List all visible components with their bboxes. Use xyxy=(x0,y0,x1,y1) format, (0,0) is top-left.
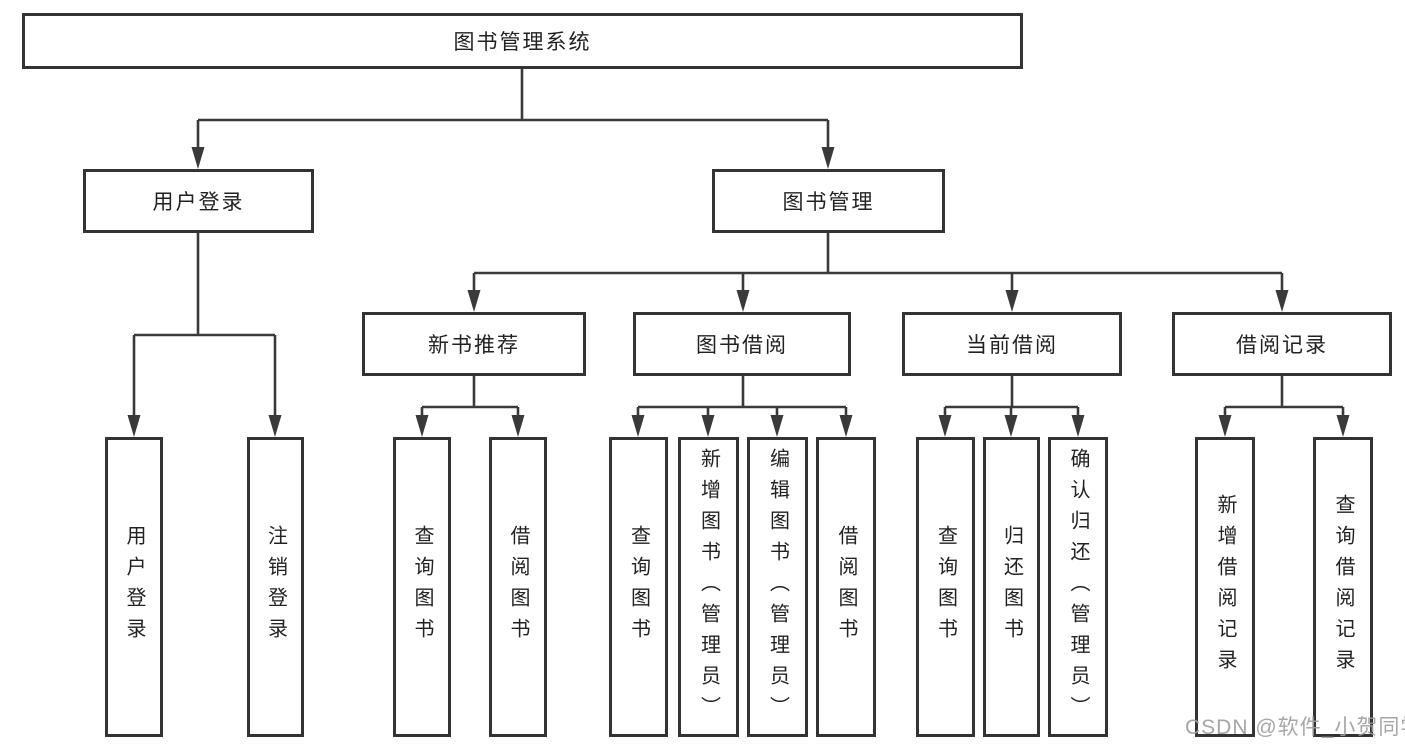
leaf-label: 用户登录 xyxy=(123,525,145,649)
node-borrow-record: 借阅记录 xyxy=(1172,312,1392,376)
node-book-borrow: 图书借阅 xyxy=(633,312,851,376)
leaf-label: 确认归还（管理员） xyxy=(1067,447,1089,727)
leaf-label: 注销登录 xyxy=(264,525,287,649)
leaf-query-book-recommend: 查询图书 xyxy=(393,437,451,737)
csdn-watermark: CSDN @软件_小贺同学 xyxy=(1185,716,1405,739)
leaf-borrow-book: 借阅图书 xyxy=(816,437,876,737)
leaf-confirm-return-admin: 确认归还（管理员） xyxy=(1048,437,1108,737)
leaf-label: 查询图书 xyxy=(934,525,957,649)
leaf-edit-book-admin: 编辑图书（管理员） xyxy=(747,437,808,737)
leaf-query-book-current: 查询图书 xyxy=(916,437,975,737)
leaf-label: 新增借阅记录 xyxy=(1214,494,1236,680)
leaf-label: 借阅图书 xyxy=(507,525,529,649)
leaf-label: 查询借阅记录 xyxy=(1332,494,1354,680)
leaf-add-borrow-record: 新增借阅记录 xyxy=(1195,437,1255,737)
node-book-management: 图书管理 xyxy=(712,169,945,233)
leaf-logout: 注销登录 xyxy=(247,437,304,737)
leaf-label: 归还图书 xyxy=(1000,525,1023,649)
leaf-add-book-admin: 新增图书（管理员） xyxy=(678,437,739,737)
leaf-user-login: 用户登录 xyxy=(105,437,163,737)
leaf-query-borrow-record: 查询借阅记录 xyxy=(1313,437,1373,737)
leaf-label: 查询图书 xyxy=(411,525,433,649)
node-user-login: 用户登录 xyxy=(83,169,314,233)
node-root: 图书管理系统 xyxy=(22,13,1023,69)
node-new-book-recommend: 新书推荐 xyxy=(362,312,586,376)
leaf-label: 新增图书（管理员） xyxy=(697,447,720,727)
leaf-label: 编辑图书（管理员） xyxy=(766,447,789,727)
node-current-borrow: 当前借阅 xyxy=(902,312,1122,376)
leaf-label: 借阅图书 xyxy=(835,525,857,649)
leaf-borrow-book-recommend: 借阅图书 xyxy=(489,437,547,737)
leaf-return-book: 归还图书 xyxy=(983,437,1040,737)
leaf-query-book-borrow: 查询图书 xyxy=(609,437,668,737)
leaf-label: 查询图书 xyxy=(627,525,650,649)
